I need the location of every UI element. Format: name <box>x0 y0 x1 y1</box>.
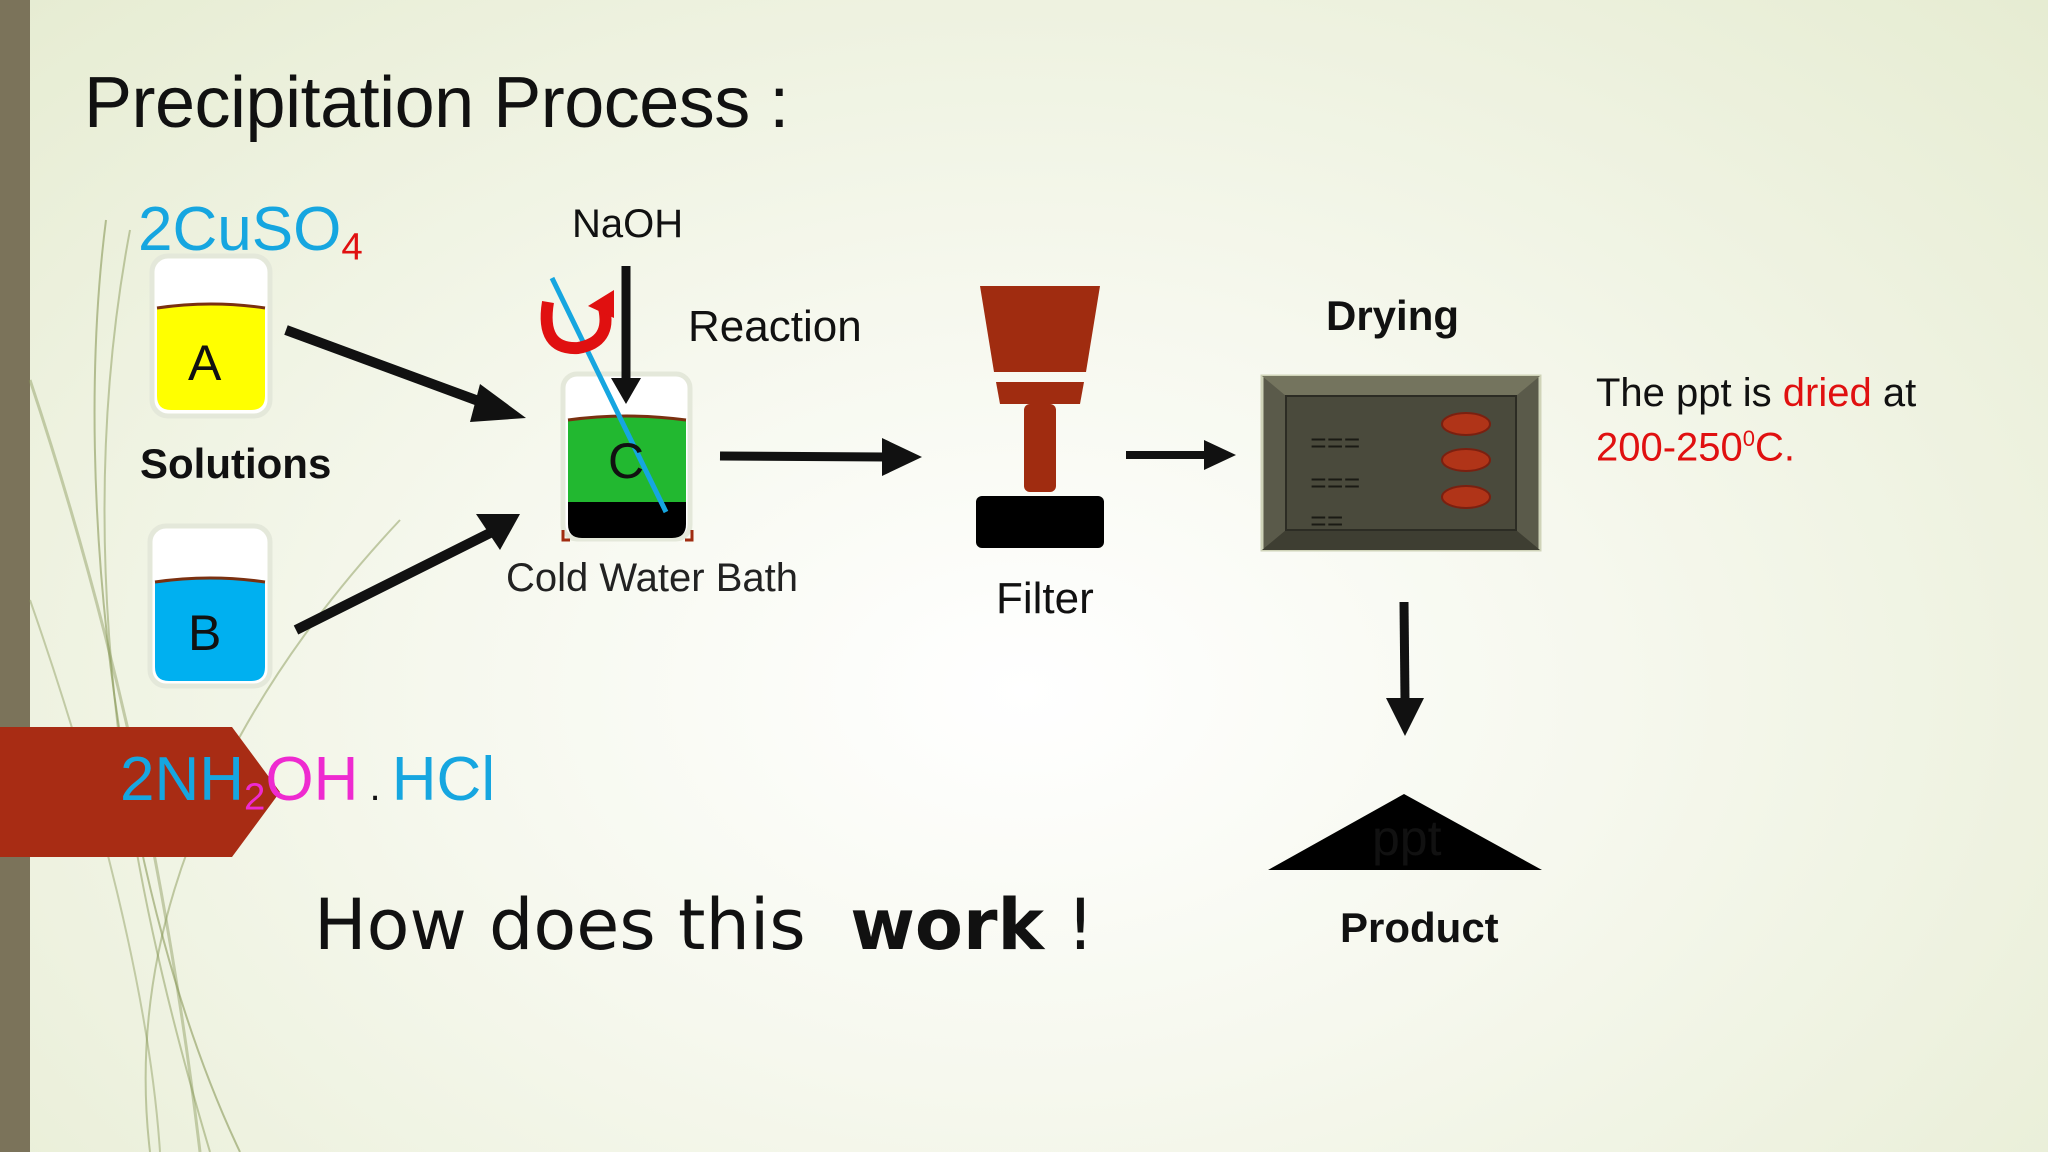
accent-stripe <box>0 0 30 1152</box>
reactant-a-main: CuSO <box>172 195 342 264</box>
reactant-b-coef: 2 <box>120 745 155 814</box>
arrow-a-to-c <box>284 325 494 411</box>
stir-arrowhead-icon <box>588 290 614 318</box>
reactant-a-coef: 2 <box>138 195 173 264</box>
question-post: ! <box>1044 884 1095 966</box>
arrow-oven-to-product <box>1399 601 1410 701</box>
question-text: How does this work ! <box>314 884 1094 966</box>
arrow-oven-to-product-head <box>1386 698 1424 736</box>
product-text: ppt <box>1372 810 1442 866</box>
drying-note-highlight: dried <box>1782 371 1872 415</box>
drying-note: The ppt is dried at 200-2500C. <box>1596 370 1916 470</box>
cold-water-bath-label: Cold Water Bath <box>506 556 798 600</box>
oven-mark-3: == <box>1310 508 1344 539</box>
drying-note-post: at <box>1871 371 1917 415</box>
arrow-filter-to-oven-head <box>1204 440 1236 470</box>
oven-mark-2: === <box>1310 470 1360 501</box>
reactant-b-nh: NH <box>154 745 245 814</box>
stir-arrow-icon <box>540 301 612 355</box>
reactant-a-formula: 2CuSO4 <box>138 194 363 270</box>
beaker-a <box>149 253 273 419</box>
stirring-rod <box>549 276 669 514</box>
naoh-arrowhead <box>611 378 641 404</box>
oven-pellet-2 <box>1441 448 1491 472</box>
oven-pellet-1 <box>1441 412 1491 436</box>
beaker-b-label: B <box>188 605 222 661</box>
beaker-a-label: A <box>188 335 222 391</box>
solutions-label: Solutions <box>140 440 332 487</box>
oven-mark-1: === <box>1310 430 1360 461</box>
arrow-a-to-c-head <box>470 384 526 422</box>
product-label: Product <box>1340 904 1499 951</box>
drying-note-unit: C. <box>1755 425 1796 470</box>
naoh-label: NaOH <box>572 202 684 246</box>
product-pile <box>1268 794 1542 870</box>
title-banner <box>0 727 280 857</box>
reactant-b-hcl: HCl <box>391 745 496 814</box>
reactant-a-sub: 4 <box>341 225 363 269</box>
drying-label: Drying <box>1326 292 1460 339</box>
reactant-b-formula: 2NH2OH . HCl <box>120 744 495 820</box>
reactant-b-dot: . <box>358 765 392 809</box>
reactant-b-oh: OH <box>265 745 359 814</box>
beaker-c-label: C <box>608 433 645 489</box>
reactant-b-sub: 2 <box>244 775 266 819</box>
arrow-b-to-c-head <box>476 514 520 550</box>
drying-oven: === === == <box>1260 374 1542 552</box>
beaker-b <box>147 523 273 689</box>
arrow-c-to-filter <box>719 451 887 462</box>
drying-note-pre: The ppt is <box>1596 371 1783 415</box>
arrow-c-to-filter-head <box>882 438 922 476</box>
reaction-label: Reaction <box>688 302 862 351</box>
drying-note-line-1: The ppt is dried at <box>1596 370 1916 416</box>
filter-funnel <box>976 286 1104 548</box>
drying-note-line-2: 200-2500C. <box>1596 416 1916 470</box>
drying-note-sup: 0 <box>1742 426 1756 451</box>
oven-pellet-3 <box>1441 485 1491 509</box>
arrow-b-to-c <box>293 527 495 635</box>
question-pre: How does this <box>314 884 851 966</box>
drying-note-temp: 200-250 <box>1596 425 1743 470</box>
slide-title: Precipitation Process : <box>84 63 789 143</box>
filter-label: Filter <box>996 574 1094 623</box>
question-bold: work <box>850 884 1045 966</box>
